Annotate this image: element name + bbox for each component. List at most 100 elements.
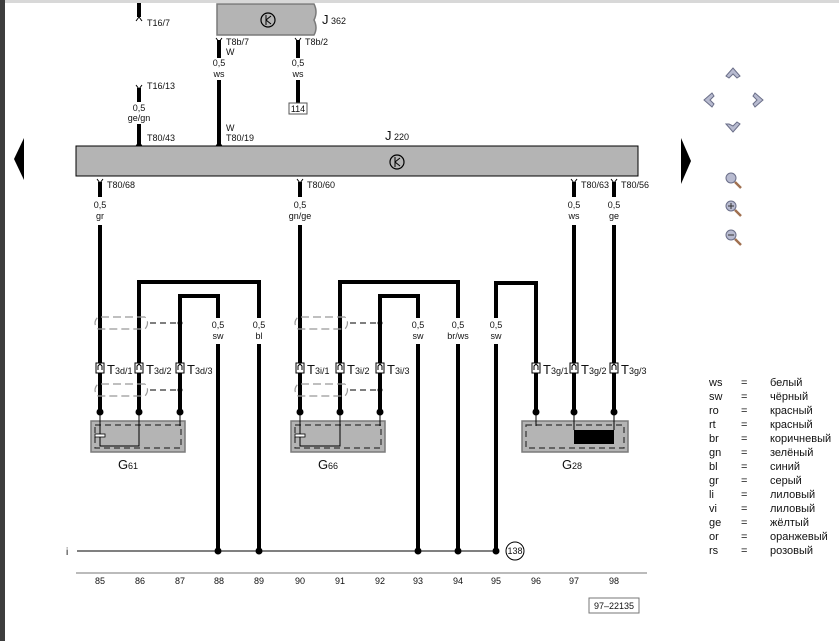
wires-d-color-label: gr — [96, 211, 104, 221]
reference-box-114[interactable] — [288, 102, 308, 115]
legend-4-eq-label: = — [741, 433, 747, 445]
wires-b-color-label: ws — [292, 69, 304, 79]
ground_label-label: i — [66, 547, 68, 558]
ground-reference-138[interactable]: 138 — [505, 541, 525, 561]
zoom-out-icon[interactable] — [725, 229, 742, 246]
wires-j-size-label: 0,5 — [412, 320, 425, 330]
connectors-T3g-sub-1-label: 3g/2 — [589, 366, 607, 376]
legend-6-eq-label: = — [741, 461, 747, 473]
legend-11-name-label: оранжевый — [770, 531, 828, 543]
wires-h-color-label: sw — [213, 331, 225, 341]
connectors-T3i-letter-label: T — [347, 362, 355, 377]
legend-8-eq-label: = — [741, 489, 747, 501]
components-G61-letter-label: G — [118, 457, 128, 472]
connectors-T3g-sub-0-label: 3g/1 — [551, 366, 569, 376]
connectors-T3d-sub-1-label: 3d/2 — [154, 366, 172, 376]
connectors-T3g-letter-label: T — [543, 362, 551, 377]
previous-page-arrow-icon[interactable] — [14, 138, 24, 180]
legend-5-code-label: gn — [709, 447, 721, 459]
connectors-T3i-sub-0-label: 3i/1 — [315, 366, 330, 376]
legend-2-code-label: ro — [709, 405, 719, 417]
connectors-T3d-sub-2-label: 3d/3 — [195, 366, 213, 376]
legend-2-name-label: красный — [770, 405, 813, 417]
drawing-id: 97–22135 — [594, 601, 634, 611]
legend-7-eq-label: = — [741, 475, 747, 487]
pan-up-icon[interactable] — [725, 67, 741, 79]
control-unit-j362: J 362 — [216, 3, 346, 36]
pins-w1-label: W — [226, 47, 235, 57]
wires-d-size-label: 0,5 — [94, 200, 107, 210]
legend-5-name-label: зелёный — [770, 447, 813, 459]
zoom-in-icon[interactable] — [725, 200, 742, 217]
wires-i-size-label: 0,5 — [253, 320, 266, 330]
legend-3-code-label: rt — [709, 419, 716, 431]
control-unit-j220: J 220 — [75, 128, 639, 177]
ground-bus: i — [66, 547, 500, 558]
track_numbers-3-label: 88 — [214, 576, 224, 586]
pins-t80_60-label: T80/60 — [307, 180, 335, 190]
connectors-T3d-letter-label: T — [187, 362, 195, 377]
components-G28-sub-label: 28 — [572, 461, 582, 471]
pan-down-icon[interactable] — [724, 121, 741, 133]
pins-t16_7-label: T16/7 — [147, 18, 170, 28]
legend-2-eq-label: = — [741, 405, 747, 417]
legend-1-eq-label: = — [741, 391, 747, 403]
components-G66-letter-label: G — [318, 457, 328, 472]
color-legend: ws=белый sw=чёрный ro=красный rt=красный… — [708, 377, 831, 557]
components-J362-letter-label: J — [322, 12, 329, 27]
pan-right-icon[interactable] — [752, 92, 764, 108]
legend-0-eq-label: = — [741, 377, 747, 389]
legend-4-name-label: коричневый — [770, 433, 831, 445]
legend-11-eq-label: = — [741, 531, 747, 543]
legend-9-eq-label: = — [741, 503, 747, 515]
legend-1-name-label: чёрный — [770, 391, 808, 403]
pins-t80_68-label: T80/68 — [107, 180, 135, 190]
wires-e-color-label: gn/ge — [289, 211, 312, 221]
drawing-id-box — [588, 597, 640, 614]
wires-j-color-label: sw — [413, 331, 425, 341]
legend-11-code-label: or — [709, 531, 719, 543]
wires-c-size-label: 0,5 — [133, 103, 146, 113]
connectors-T3i-sub-1-label: 3i/2 — [355, 366, 370, 376]
legend-10-name-label: жёлтый — [770, 517, 809, 529]
connectors-T3i-sub-2-label: 3i/3 — [395, 366, 410, 376]
pins-w2-label: W — [226, 123, 235, 133]
track_numbers-1-label: 86 — [135, 576, 145, 586]
track_numbers-7-label: 92 — [375, 576, 385, 586]
pan-left-icon[interactable] — [703, 92, 715, 108]
legend-1-code-label: sw — [709, 391, 723, 403]
connectors-T3d-letter-label: T — [107, 362, 115, 377]
track_numbers-9-label: 94 — [453, 576, 463, 586]
ground_ref-label: 138 — [507, 546, 522, 556]
pins-t8b_7-label: T8b/7 — [226, 37, 249, 47]
connectors-T3d-letter-label: T — [146, 362, 154, 377]
wires-f-size-label: 0,5 — [568, 200, 581, 210]
track_numbers-6-label: 91 — [335, 576, 345, 586]
legend-3-name-label: красный — [770, 419, 813, 431]
wires-k-color-label: br/ws — [447, 331, 469, 341]
zoom-icon[interactable] — [725, 172, 742, 189]
track_numbers-0-label: 85 — [95, 576, 105, 586]
legend-9-code-label: vi — [709, 503, 717, 515]
wires-f-color-label: ws — [568, 211, 580, 221]
wires-g-size-label: 0,5 — [608, 200, 621, 210]
wires-a-size-label: 0,5 — [213, 58, 226, 68]
pins-t16_13-label: T16/13 — [147, 81, 175, 91]
pins-t80_56-label: T80/56 — [621, 180, 649, 190]
legend-3-eq-label: = — [741, 419, 747, 431]
wires-l-color-label: sw — [491, 331, 503, 341]
wires-l-size-label: 0,5 — [490, 320, 503, 330]
wires-i-color-label: bl — [255, 331, 262, 341]
next-page-arrow-icon[interactable] — [681, 138, 691, 184]
track_numbers-2-label: 87 — [175, 576, 185, 586]
track_numbers-10-label: 95 — [491, 576, 501, 586]
wires-a-color-label: ws — [213, 69, 225, 79]
legend-10-code-label: ge — [709, 517, 721, 529]
